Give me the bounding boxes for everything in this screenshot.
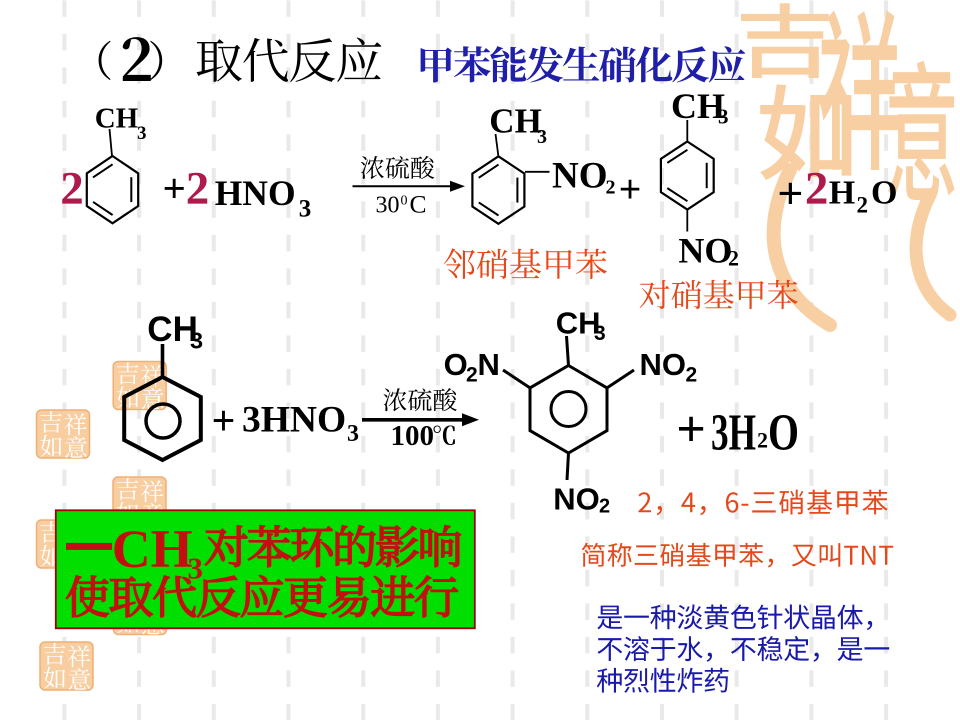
svg-text:2: 2 [857, 193, 869, 218]
svg-text:3: 3 [190, 328, 203, 354]
svg-text:3: 3 [299, 196, 312, 223]
svg-text:CH: CH [112, 519, 193, 579]
svg-text:2: 2 [728, 246, 739, 271]
svg-text:2: 2 [686, 364, 698, 387]
svg-text:C: C [410, 190, 427, 219]
svg-text:3HNO: 3HNO [242, 399, 346, 440]
svg-text:H: H [829, 175, 855, 212]
svg-text:3: 3 [718, 104, 729, 128]
svg-text:+: + [777, 168, 803, 219]
svg-text:+: + [163, 165, 186, 211]
svg-text:CH: CH [489, 102, 542, 141]
svg-text:3: 3 [537, 126, 547, 148]
svg-text:3: 3 [347, 421, 359, 447]
svg-text:2: 2 [805, 163, 829, 215]
svg-text:2: 2 [757, 428, 768, 453]
svg-text:CH: CH [671, 86, 725, 126]
svg-text:2: 2 [466, 364, 478, 387]
svg-text:3: 3 [137, 123, 147, 144]
svg-text:O: O [444, 347, 468, 382]
svg-text:N: N [478, 347, 500, 382]
svg-text:NO: NO [640, 347, 687, 382]
svg-text:100: 100 [391, 420, 435, 452]
svg-text:3: 3 [188, 551, 204, 586]
svg-text:CH: CH [147, 310, 198, 349]
svg-text:30: 30 [376, 193, 400, 219]
svg-text:O: O [871, 175, 897, 212]
svg-text:+: + [676, 401, 706, 458]
svg-text:NO: NO [553, 482, 600, 517]
svg-text:0: 0 [401, 194, 408, 209]
svg-text:3H: 3H [711, 405, 756, 462]
svg-text:CH: CH [556, 306, 601, 341]
svg-text:2: 2 [599, 496, 610, 518]
svg-text:3: 3 [594, 322, 606, 345]
svg-text:NO: NO [552, 156, 608, 197]
svg-text:NO: NO [678, 231, 732, 271]
svg-text:2: 2 [186, 163, 210, 215]
svg-text:+: + [619, 167, 642, 212]
svg-text:2: 2 [60, 163, 84, 215]
svg-text:2: 2 [606, 177, 616, 199]
svg-text:CH: CH [95, 103, 139, 135]
svg-text:HNO: HNO [215, 173, 296, 213]
svg-text:O: O [768, 405, 799, 462]
svg-text:+: + [212, 399, 236, 445]
